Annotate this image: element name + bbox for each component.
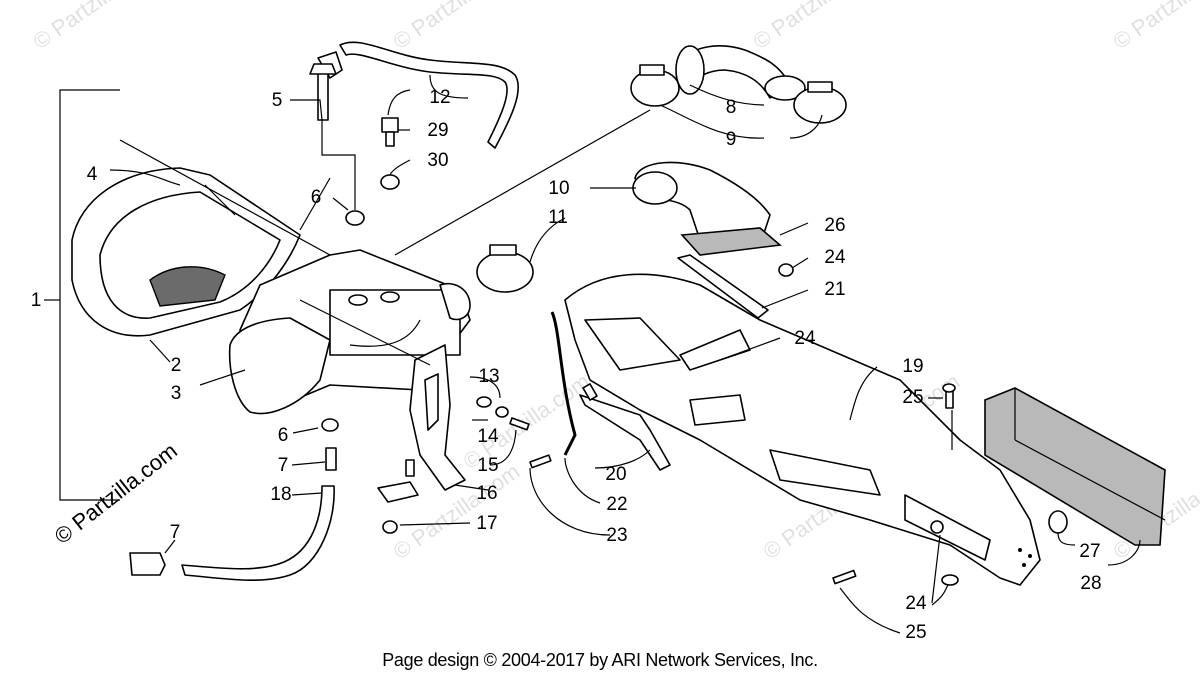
callout-9: 9 (726, 129, 737, 150)
breather-tube (317, 41, 519, 149)
callout-2: 2 (171, 355, 182, 376)
callout-26: 26 (824, 215, 845, 236)
bolt-15 (509, 417, 530, 431)
hardware-14 (495, 406, 509, 418)
fitting-7-lower (129, 552, 166, 576)
nut-24-upper (778, 263, 794, 277)
fitting-7-upper (325, 447, 337, 471)
mounting-bracket (409, 344, 466, 491)
clamps-9 (630, 64, 847, 124)
callout-12: 12 (429, 87, 450, 108)
bolt-5 (309, 63, 337, 121)
callout-7-lower: 7 (170, 522, 181, 543)
plate-21 (677, 254, 769, 319)
callout-20: 20 (605, 464, 626, 485)
grommet-30 (380, 174, 400, 190)
bolt-23 (529, 454, 552, 469)
callout-4: 4 (87, 164, 98, 185)
callout-11: 11 (548, 207, 568, 228)
leader-lines (109, 74, 1141, 634)
callout-14: 14 (477, 426, 499, 447)
callout-19: 19 (902, 356, 923, 377)
airbox-body (228, 249, 471, 415)
callout-labels: 1 2 3 4 5 6 6 7 7 8 9 10 11 12 13 14 15 … (31, 87, 1102, 643)
callout-28: 28 (1080, 573, 1101, 594)
airbox-cover (71, 167, 301, 337)
callout-24-middle: 24 (794, 328, 816, 349)
clamp-11 (476, 244, 534, 293)
intake-duct-19 (564, 273, 1041, 586)
callout-23: 23 (606, 525, 627, 546)
sensor-29 (381, 89, 411, 147)
callout-5: 5 (272, 90, 283, 111)
grommet-6-lower (321, 418, 339, 432)
callout-18: 18 (270, 484, 291, 505)
callout-24-lower: 24 (905, 593, 927, 614)
grommet-6-upper (345, 210, 365, 226)
callout-10: 10 (548, 178, 569, 199)
callout-24-upper: 24 (824, 247, 846, 268)
callout-15: 15 (477, 455, 498, 476)
nut-24-lower (941, 574, 959, 586)
callout-29: 29 (427, 120, 448, 141)
assembly-1-bracket (44, 89, 120, 501)
callout-13: 13 (478, 366, 499, 387)
callout-6-lower: 6 (278, 425, 289, 446)
callout-27: 27 (1079, 541, 1100, 562)
callout-21: 21 (824, 279, 845, 300)
callout-30: 30 (427, 150, 448, 171)
gasket-26 (680, 227, 782, 256)
watermark-tile: © Partzilla.com (749, 0, 885, 54)
hose-18 (181, 485, 335, 581)
bolt-25-upper (942, 383, 956, 409)
callout-16: 16 (476, 483, 497, 504)
footer-copyright: Page design © 2004-2017 by ARI Network S… (382, 650, 818, 670)
callout-7-upper: 7 (278, 455, 289, 476)
cap-27 (1048, 510, 1068, 534)
callout-6-upper: 6 (311, 187, 322, 208)
bracket-20 (579, 383, 671, 471)
callout-25-lower: 25 (905, 622, 926, 643)
watermark-side: © Partzilla.com (50, 438, 182, 549)
elbow-hose-8 (675, 45, 806, 101)
callout-8: 8 (726, 97, 737, 118)
watermark-tile: © Partzilla.com (1109, 0, 1200, 54)
hardware-13 (476, 396, 492, 408)
bolt-25-lower (832, 569, 857, 585)
callout-25-upper: 25 (902, 387, 923, 408)
callout-22: 22 (606, 494, 627, 515)
watermark-tile: © Partzilla.com (29, 0, 165, 54)
callout-3: 3 (171, 383, 182, 404)
watermark-tile: © Partzilla.com (389, 0, 525, 54)
callout-1: 1 (31, 290, 42, 311)
plate-17-part (377, 459, 419, 534)
foam-filter-28 (984, 387, 1166, 546)
rod-22 (550, 311, 577, 456)
callout-17: 17 (476, 513, 497, 534)
elbow-duct-10 (632, 161, 771, 246)
